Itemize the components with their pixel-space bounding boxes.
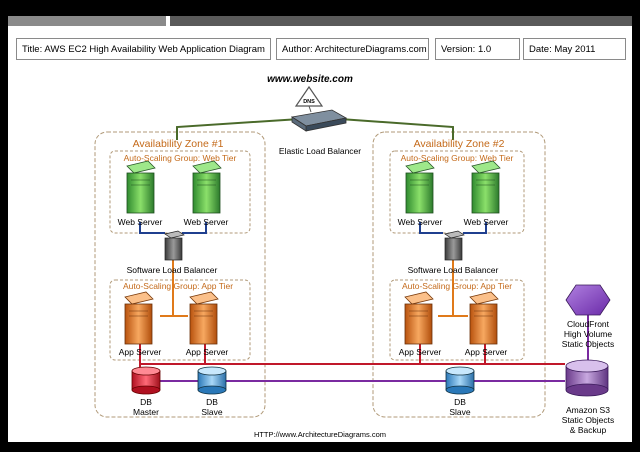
cloudfront-label-line-1: CloudFront [567, 319, 610, 329]
db-slave-2-label-line-1: DB [454, 397, 466, 407]
s3-label-line-2: Static Objects [562, 415, 614, 425]
zone-1-slb-label: Software Load Balancer [127, 265, 218, 275]
web-link-1b [182, 222, 207, 234]
cloudfront-label-line-3: Static Objects [562, 339, 614, 349]
top-bar-right [170, 16, 632, 26]
server-icon [404, 291, 434, 345]
website-label: www.website.com [267, 74, 353, 85]
s3-storage-icon [565, 359, 609, 397]
web-link-2b [463, 222, 487, 234]
load-balancer-icon [444, 230, 465, 261]
zone-2-web-server-2-label: Web Server [464, 217, 509, 227]
server-icon [189, 291, 219, 345]
zone-2-web-group-title: Auto-Scaling Group: Web Tier [401, 153, 514, 163]
server-icon [124, 291, 154, 345]
zone-1-web-server-1-label: Web Server [118, 217, 163, 227]
db-master-label-line-1: DB [140, 397, 152, 407]
db-slave-2-label-line-2: Slave [449, 407, 471, 417]
load-balancer-icon [164, 230, 185, 261]
zone-1-app-server-1-label: App Server [119, 347, 162, 357]
database-slave-icon [197, 366, 227, 395]
server-icon [126, 160, 156, 214]
db-slave-1-label-line-2: Slave [201, 407, 223, 417]
server-icon [192, 160, 222, 214]
availability-zone-2-boundary [372, 131, 546, 418]
footer-url: HTTP://www.ArchitectureDiagrams.com [253, 430, 387, 439]
header-date: Date: May 2011 [523, 38, 626, 60]
cloudfront-label-line-2: High Volume [564, 329, 612, 339]
database-slave-icon [445, 366, 475, 395]
header-version: Version: 1.0 [435, 38, 520, 60]
server-icon [469, 291, 499, 345]
zone-2-web-server-1-label: Web Server [398, 217, 443, 227]
web-link-1a [139, 222, 165, 234]
zone-1-title: Availability Zone #1 [133, 138, 224, 150]
db-slave-1-label-line-1: DB [206, 397, 218, 407]
elb-link-zone-2 [339, 118, 454, 140]
zone-1-app-server-2-label: App Server [186, 347, 229, 357]
cloudfront-icon [565, 284, 611, 316]
db-link-app-1b [204, 335, 421, 365]
s3-label-line-1: Amazon S3 [566, 405, 610, 415]
elb-label: Elastic Load Balancer [279, 146, 361, 156]
web-link-2a [419, 222, 443, 234]
zone-2-slb-label: Software Load Balancer [408, 265, 499, 275]
zone-1-app-group-title: Auto-Scaling Group: App Tier [123, 281, 233, 291]
zone-1-web-group-title: Auto-Scaling Group: Web Tier [124, 153, 237, 163]
elastic-load-balancer-icon [290, 109, 348, 132]
dns-label: DNS [303, 99, 315, 105]
zone-1-web-server-2-label: Web Server [184, 217, 229, 227]
zone-2-app-group-title: Auto-Scaling Group: App Tier [402, 281, 512, 291]
elb-link-zone-1 [176, 118, 301, 140]
availability-zone-1-boundary [94, 131, 266, 418]
zone-2-app-server-1-label: App Server [399, 347, 442, 357]
header-title: Title: AWS EC2 High Availability Web App… [16, 38, 271, 60]
s3-label-line-3: & Backup [570, 425, 607, 435]
server-icon [471, 160, 501, 214]
header-author: Author: ArchitectureDiagrams.com [276, 38, 429, 60]
db-master-label-line-2: Master [133, 407, 159, 417]
zone-2-title: Availability Zone #2 [414, 138, 505, 150]
database-master-icon [131, 366, 161, 395]
zone-2-app-server-2-label: App Server [465, 347, 508, 357]
top-bar-left [8, 16, 166, 26]
server-icon [405, 160, 435, 214]
